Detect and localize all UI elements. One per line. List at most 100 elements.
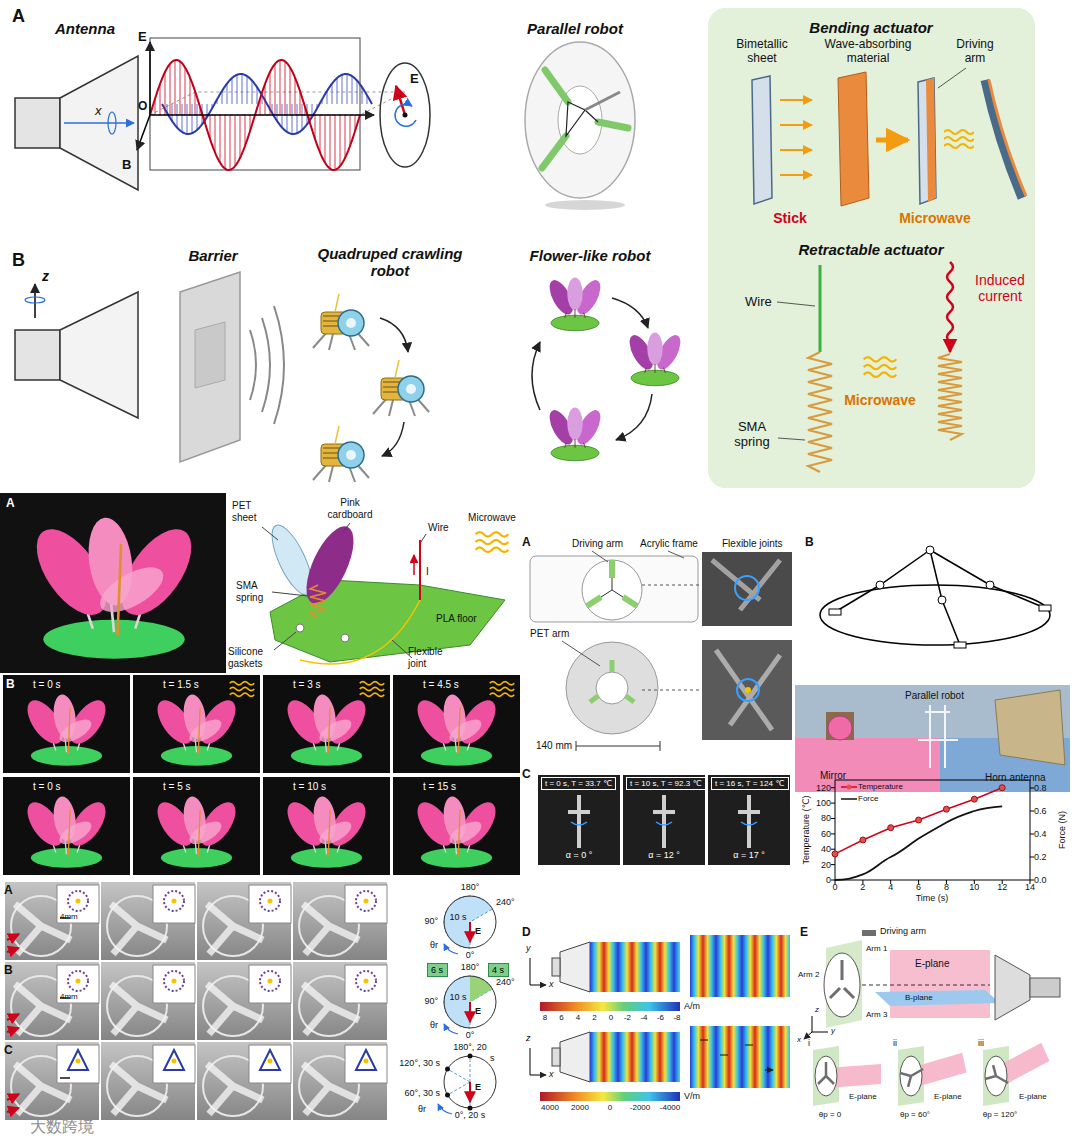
illustration-part — [313, 426, 369, 482]
photo-frame — [263, 675, 390, 773]
illustration-part — [610, 660, 615, 672]
illustration-part — [832, 851, 838, 857]
axis-tick: 20 — [821, 860, 831, 870]
colorbar-tick: 0 — [608, 1103, 612, 1112]
illustration-part — [568, 795, 760, 848]
illustration-part — [23, 515, 205, 659]
illustration-part — [560, 942, 590, 992]
panel-letter: B — [805, 536, 814, 550]
angle-label: 60°, 30 s — [404, 1088, 440, 1098]
illustration-part — [862, 985, 990, 986]
text-label: PLA floor — [436, 613, 477, 625]
illustration-part — [180, 272, 240, 462]
text-label: B-plane — [905, 993, 933, 1002]
colorbar-tick: 4 — [576, 1013, 580, 1022]
inset — [345, 885, 387, 923]
angle-label: 180° — [461, 882, 480, 892]
illustration-part — [525, 42, 635, 198]
angle-label: 0° — [466, 1030, 475, 1040]
text-label: PET sheet — [232, 500, 262, 523]
illustration-part — [25, 297, 45, 303]
illustration-part — [587, 597, 601, 606]
polarization-circle — [380, 63, 430, 167]
axis-tick: 0.0 — [1034, 875, 1047, 885]
illustration-part — [860, 837, 866, 843]
inset — [57, 1045, 99, 1083]
illustration-part — [995, 955, 1030, 1020]
illustration-part — [60, 292, 138, 418]
marker-dot — [76, 1059, 81, 1064]
illustration-part — [262, 523, 426, 658]
illustration-part — [716, 650, 780, 730]
text-label: Flexible joints — [722, 538, 783, 550]
colorbar-tick: 0 — [609, 1013, 613, 1022]
illustration-part — [938, 596, 946, 604]
colorbar-tick: -4000 — [660, 1103, 680, 1112]
panel-letter: C — [4, 1044, 13, 1058]
field-label: E — [475, 926, 481, 936]
illustration-part — [778, 438, 805, 440]
text-label: E-plane — [915, 958, 949, 970]
illustration-part — [780, 99, 812, 101]
marker-dot — [76, 979, 81, 984]
legend-line — [841, 798, 857, 800]
temperature-force-chart — [831, 780, 1034, 884]
horn-antenna — [15, 56, 138, 190]
illustration-part — [824, 953, 860, 1017]
text-label: PET arm — [530, 628, 569, 640]
inset — [345, 1045, 387, 1083]
text-label: Arm 3 — [866, 1010, 887, 1019]
time-stamp: t = 0 s — [33, 781, 61, 793]
force-arrow — [7, 948, 19, 952]
illustration-part — [700, 1040, 773, 1070]
illustration-part — [712, 560, 780, 610]
illustration-part — [752, 76, 772, 204]
trajectory — [260, 1050, 280, 1070]
illustration-part — [949, 342, 952, 352]
illustration-part — [60, 56, 138, 190]
marker-dot — [76, 899, 81, 904]
legend-dot — [847, 785, 852, 790]
illustration-part — [582, 560, 642, 620]
illustration-part — [835, 788, 1002, 854]
time-temperature-box: t = 10 s, T = 92.3 ℃ — [626, 777, 706, 790]
time-stamp: t = 15 s — [423, 781, 456, 793]
time-stamp: t = 4.5 s — [423, 679, 459, 691]
text-label: Driving arm — [945, 38, 1005, 66]
microwave-icon — [230, 682, 255, 697]
wave-plot — [137, 38, 405, 170]
illustration-part — [820, 585, 1050, 645]
illustration-part — [562, 641, 600, 666]
illustration-part — [530, 958, 546, 985]
illustration-part — [137, 115, 150, 150]
panel-letter: A — [6, 497, 15, 511]
barrier — [180, 272, 284, 462]
flower-robots — [532, 277, 685, 461]
illustration-part — [566, 642, 658, 734]
flower-photo — [21, 795, 113, 868]
illustration-part — [585, 92, 620, 110]
text-label: Wave-absorbing material — [818, 38, 918, 66]
photo-frame — [3, 777, 130, 875]
axis-name: E — [138, 30, 147, 45]
axis-name: z — [815, 1005, 819, 1014]
unit-label: A/m — [684, 1001, 700, 1011]
inset — [345, 965, 387, 1003]
time-label: 10 s — [449, 992, 466, 1002]
legend-text: Force — [858, 794, 878, 803]
horn-antenna — [15, 284, 138, 418]
driving-arm — [985, 1065, 1012, 1090]
illustration-part — [780, 124, 812, 126]
illustration-part — [642, 585, 702, 586]
inset — [249, 885, 291, 923]
flower-photo — [411, 795, 503, 868]
panel-letter: B — [6, 678, 15, 692]
force-arrow — [7, 1028, 19, 1032]
axis-tick: 10 — [969, 882, 979, 892]
axis-tick: 120 — [816, 783, 831, 793]
illustration-part — [396, 86, 405, 115]
text-label: Mirror — [820, 770, 846, 782]
axis-name: B — [122, 158, 131, 173]
illustration-part — [831, 788, 1034, 884]
